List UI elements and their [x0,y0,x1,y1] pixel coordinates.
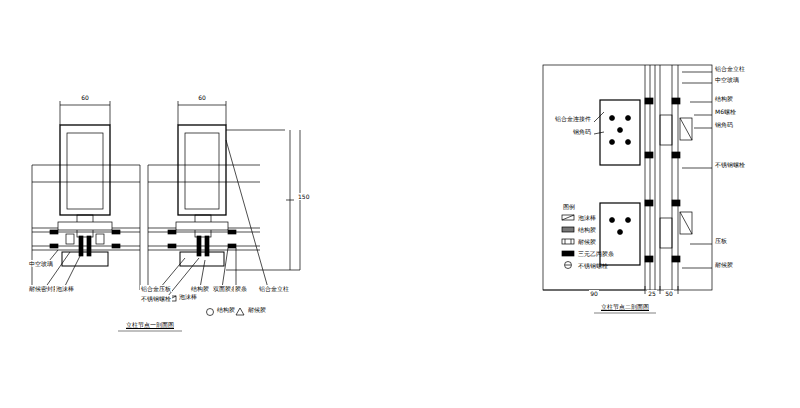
dimension: 60 [197,94,207,101]
bracket-section [543,65,712,294]
part-label: 中空玻璃 [714,76,740,83]
part-label: 不锈钢螺栓 [714,161,746,168]
part-label: 钢角码 [714,121,734,128]
legend-text: 耐候胶 [578,238,596,245]
part-label: 结构胶 [216,306,236,313]
mullion-section-2 [148,101,300,316]
part-label: 图例 [562,203,576,210]
legend-text: 泡沫棒 [578,214,596,221]
part-label: 胶条 [234,285,248,292]
dimension: 150 [297,193,310,200]
caption-underline [118,313,656,331]
part-label: 结构胶 [190,285,210,292]
part-label: 泡沫棒 [55,285,75,292]
caption: 立柱节点一剖面图 [125,321,175,328]
dimension: 50 [664,290,674,297]
part-label: 耐候胶 [247,306,267,313]
part-label: 铝合金压板 [140,285,172,292]
part-label: M6螺栓 [714,108,737,115]
dimension: 25 [647,290,657,297]
part-label: 不锈钢螺栓 [140,295,172,302]
part-label: 压板 [714,237,728,244]
part-label: 耐候胶 [714,261,734,268]
dimension: 60 [80,94,90,101]
part-label: 中空玻璃 [28,260,54,267]
legend-text: 结构胶 [578,226,596,233]
dimension: 90 [589,290,599,297]
part-label: 结构胶 [714,95,734,102]
legend-text: 不锈钢螺栓 [578,262,608,269]
caption: 立柱节点二剖面图 [600,303,650,310]
part-label: 泡沫棒 [178,293,198,300]
part-label: 铝合金立柱 [258,285,290,292]
part-label: 钢角码 [572,128,592,135]
part-label: 铝合金立柱 [714,65,746,72]
legend-text: 三元乙丙胶条 [578,250,614,257]
part-label: 铝合金连接件 [554,115,592,122]
